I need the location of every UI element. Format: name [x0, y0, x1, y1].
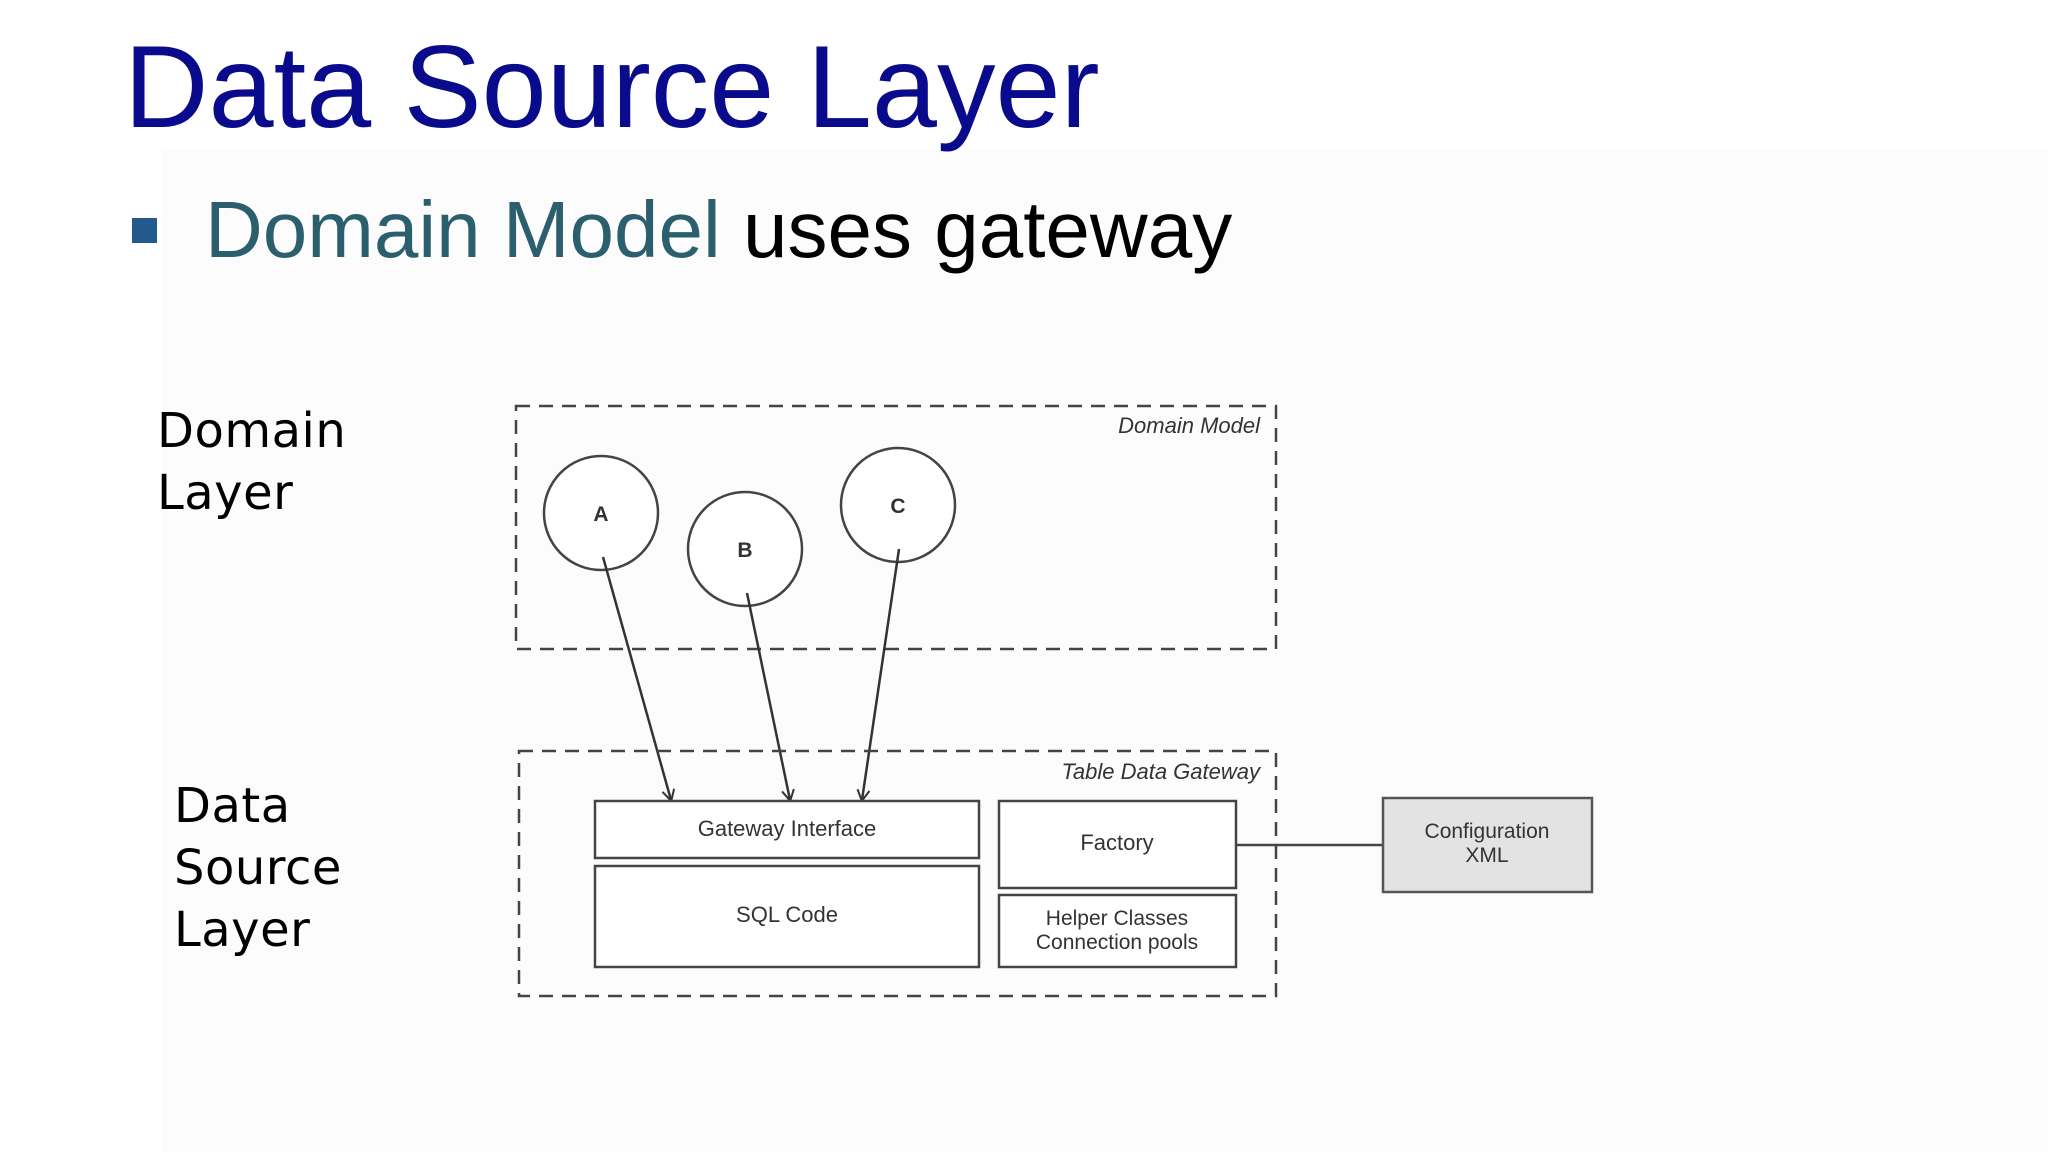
- factory-label: Factory: [1080, 830, 1153, 855]
- table-data-gateway-container: [517, 749, 1278, 998]
- node-b: B: [686, 490, 804, 608]
- bullet-accent-text: Domain Model: [205, 185, 721, 274]
- domain-model-container: [514, 404, 1278, 651]
- domain-layer-label-line: Domain: [157, 403, 347, 459]
- helper-classes-box: [997, 893, 1238, 969]
- node-c-label: C: [890, 495, 905, 518]
- gateway-interface-box: [593, 799, 981, 860]
- arrow-a-to-gateway: [601, 556, 671, 800]
- configuration-xml-label-line1: Configuration: [1425, 820, 1550, 843]
- configuration-xml-label-line2: XML: [1465, 844, 1508, 867]
- node-b-circle: [686, 490, 804, 608]
- configuration-xml-box: [1381, 796, 1594, 894]
- node-a-circle: [542, 454, 660, 572]
- table-data-gateway-title: Table Data Gateway: [1061, 759, 1262, 784]
- slide-title: Data Source Layer: [124, 21, 1100, 152]
- bullet-text: Domain Model uses gateway: [205, 180, 1232, 280]
- arrow-b-to-gateway: [745, 592, 790, 800]
- data-source-layer-label-line: Data: [174, 778, 291, 834]
- helper-classes-label-line1: Helper Classes: [1046, 907, 1188, 930]
- sql-code-box: [593, 864, 981, 969]
- helper-classes-label-line2: Connection pools: [1036, 931, 1198, 954]
- bullet-square-icon: [132, 218, 157, 243]
- slide-background-panel: [163, 150, 2048, 1152]
- domain-model-container-title: Domain Model: [1118, 413, 1261, 438]
- node-a-label: A: [593, 503, 608, 526]
- sql-code-label: SQL Code: [736, 902, 838, 927]
- bullet-rest-text: uses gateway: [720, 185, 1233, 274]
- node-a: A: [542, 454, 660, 572]
- factory-box: [997, 799, 1238, 890]
- node-c: C: [839, 446, 957, 564]
- data-source-layer-label: Data Source Layer: [174, 775, 342, 961]
- data-source-layer-label-line: Layer: [174, 902, 311, 958]
- data-source-layer-label-line: Source: [174, 840, 342, 896]
- domain-layer-label: Domain Layer: [157, 400, 346, 524]
- arrow-c-to-gateway: [862, 548, 901, 800]
- gateway-interface-label: Gateway Interface: [698, 816, 877, 841]
- domain-layer-label-line: Layer: [157, 465, 294, 521]
- node-b-label: B: [737, 539, 752, 562]
